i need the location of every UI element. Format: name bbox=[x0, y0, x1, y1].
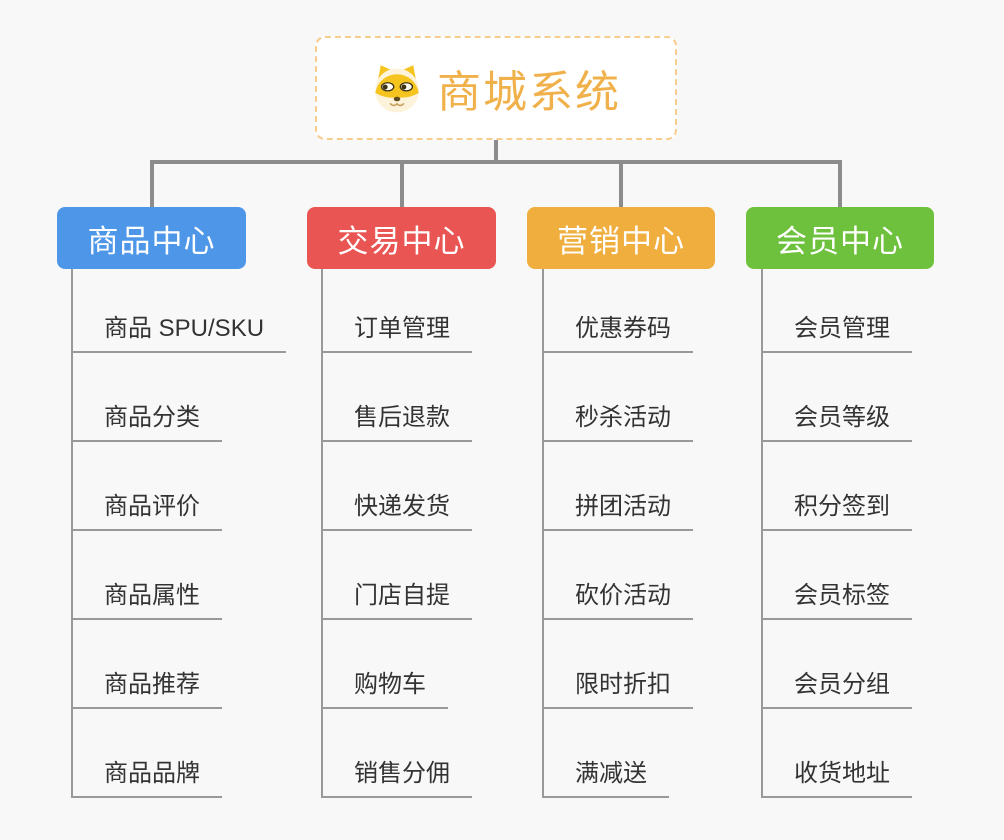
branch-trunk-line bbox=[761, 269, 763, 798]
branch-connector-drop bbox=[149, 160, 154, 208]
child-topic[interactable]: 限时折扣 bbox=[542, 669, 693, 709]
child-topic[interactable]: 拼团活动 bbox=[542, 491, 693, 531]
child-topic[interactable]: 商品属性 bbox=[71, 580, 222, 620]
branch-node-4[interactable]: 会员中心 bbox=[746, 207, 934, 269]
child-topic[interactable]: 砍价活动 bbox=[542, 580, 693, 620]
child-topic[interactable]: 收货地址 bbox=[761, 758, 912, 798]
branch-connector-drop bbox=[619, 160, 623, 208]
branch-connector-drop bbox=[838, 160, 842, 208]
child-topic[interactable]: 销售分佣 bbox=[321, 758, 472, 798]
child-topic[interactable]: 商品品牌 bbox=[71, 758, 222, 798]
child-topic[interactable]: 门店自提 bbox=[321, 580, 472, 620]
root-node-mall-system[interactable]: 商城系统 bbox=[315, 36, 677, 140]
branch-trunk-line bbox=[542, 269, 544, 798]
child-topic[interactable]: 订单管理 bbox=[321, 313, 472, 353]
child-topic[interactable]: 商品 SPU/SKU bbox=[71, 313, 287, 353]
child-topic[interactable]: 满减送 bbox=[542, 758, 669, 798]
child-topic[interactable]: 商品推荐 bbox=[71, 669, 222, 709]
child-topic[interactable]: 售后退款 bbox=[321, 402, 472, 442]
child-topic[interactable]: 优惠券码 bbox=[542, 313, 693, 353]
shiba-dog-icon bbox=[375, 65, 419, 113]
child-topic[interactable]: 积分签到 bbox=[761, 491, 912, 531]
root-node-label: 商城系统 bbox=[437, 68, 621, 117]
child-topic[interactable]: 会员管理 bbox=[761, 313, 912, 353]
branch-node-3[interactable]: 营销中心 bbox=[527, 207, 715, 269]
branch-connector-bus bbox=[150, 160, 842, 164]
branch-connector-drop bbox=[399, 160, 404, 208]
branch-node-1[interactable]: 商品中心 bbox=[57, 207, 246, 269]
branch-trunk-line bbox=[71, 269, 73, 798]
child-topic[interactable]: 会员标签 bbox=[761, 580, 912, 620]
child-topic[interactable]: 商品评价 bbox=[71, 491, 222, 531]
child-topic[interactable]: 会员等级 bbox=[761, 402, 912, 442]
branch-node-2[interactable]: 交易中心 bbox=[307, 207, 496, 269]
child-topic[interactable]: 购物车 bbox=[321, 669, 448, 709]
child-topic[interactable]: 快递发货 bbox=[321, 491, 472, 531]
child-topic[interactable]: 秒杀活动 bbox=[542, 402, 693, 442]
branch-trunk-line bbox=[321, 269, 323, 798]
child-topic[interactable]: 商品分类 bbox=[71, 402, 222, 442]
child-topic[interactable]: 会员分组 bbox=[761, 669, 912, 709]
root-connector-stub bbox=[494, 140, 498, 164]
